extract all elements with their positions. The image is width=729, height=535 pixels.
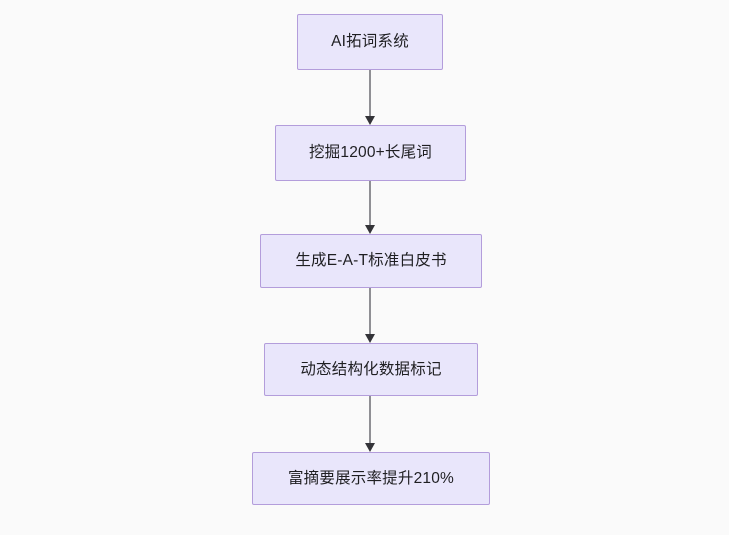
arrow-down-icon [365, 225, 375, 234]
flow-node-rich-snippet-impression-lift[interactable]: 富摘要展示率提升210% [252, 452, 490, 505]
flow-node-label: AI拓词系统 [331, 33, 409, 51]
flow-node-label: 挖掘1200+长尾词 [308, 144, 433, 162]
flow-node-dynamic-structured-data-markup[interactable]: 动态结构化数据标记 [264, 343, 478, 396]
flow-node-label: 生成E-A-T标准白皮书 [295, 252, 447, 270]
arrow-down-icon [365, 443, 375, 452]
arrow-down-icon [365, 116, 375, 125]
connector-line [369, 70, 371, 116]
flow-node-label: 富摘要展示率提升210% [287, 469, 455, 487]
flow-node-generate-eat-whitepaper[interactable]: 生成E-A-T标准白皮书 [260, 234, 482, 288]
arrow-down-icon [365, 334, 375, 343]
connector-line [369, 181, 371, 225]
flow-node-label: 动态结构化数据标记 [300, 360, 442, 378]
flow-node-mine-longtail-keywords[interactable]: 挖掘1200+长尾词 [275, 125, 466, 181]
connector-line [369, 396, 371, 443]
flow-node-ai-keyword-system[interactable]: AI拓词系统 [297, 14, 443, 70]
connector-line [369, 288, 371, 334]
